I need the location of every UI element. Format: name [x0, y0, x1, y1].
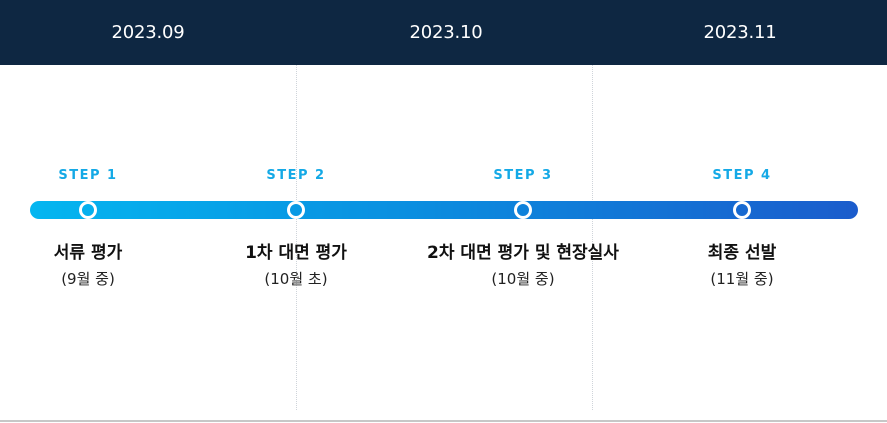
step-title: 2차 대면 평가 및 현장실사: [427, 243, 619, 263]
step-label: STEP 2: [266, 168, 326, 183]
step-period: (9월 중): [61, 270, 115, 288]
step-period: (10월 초): [264, 270, 328, 288]
step-label: STEP 3: [493, 168, 553, 183]
step-label: STEP 4: [712, 168, 772, 183]
step-title: 최종 선발: [707, 243, 777, 263]
month-label-oct: 2023.10: [409, 22, 483, 43]
step-node: [733, 201, 751, 219]
step-title: 1차 대면 평가: [245, 243, 347, 263]
month-label-sep: 2023.09: [111, 22, 185, 43]
month-label-nov: 2023.11: [703, 22, 777, 43]
timeline-track: [30, 201, 858, 219]
step-title: 서류 평가: [53, 243, 123, 263]
step-node: [79, 201, 97, 219]
step-node: [514, 201, 532, 219]
step-node: [287, 201, 305, 219]
step-label: STEP 1: [58, 168, 118, 183]
step-period: (10월 중): [491, 270, 555, 288]
step-period: (11월 중): [710, 270, 774, 288]
timeline-header: 2023.09 2023.10 2023.11: [0, 0, 887, 65]
bottom-border: [0, 420, 887, 422]
month-divider: [592, 65, 593, 410]
month-divider: [296, 65, 297, 410]
